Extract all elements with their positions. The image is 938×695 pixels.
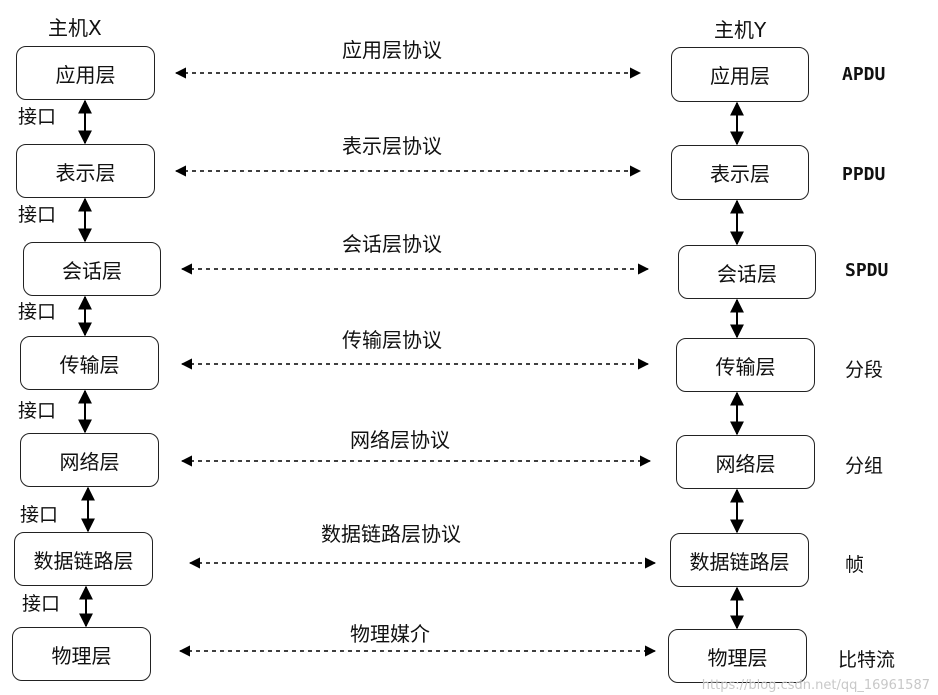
left-layer-datalink: 数据链路层 [14,532,153,586]
interface-label-2: 接口 [18,204,57,226]
host-y-title: 主机Y [714,18,767,42]
right-layer-session: 会话层 [678,245,816,299]
interface-label-3: 接口 [18,301,57,323]
left-layer-presentation: 表示层 [16,144,155,198]
protocol-label-transport: 传输层协议 [342,328,442,352]
protocol-label-physical: 物理媒介 [350,622,430,646]
left-layer-session: 会话层 [23,242,161,296]
right-layer-network: 网络层 [676,435,815,489]
right-layer-transport: 传输层 [676,338,815,392]
pdu-label-datalink: 帧 [845,554,865,576]
interface-label-4: 接口 [18,400,57,422]
left-layer-physical: 物理层 [12,627,151,681]
right-layer-presentation: 表示层 [671,145,809,200]
pdu-label-physical: 比特流 [838,649,896,671]
left-layer-application: 应用层 [16,46,155,100]
left-layer-transport: 传输层 [20,336,159,390]
pdu-label-session: SPDU [845,260,889,281]
protocol-label-datalink: 数据链路层协议 [321,522,461,546]
right-layer-application: 应用层 [671,47,809,102]
right-layer-datalink: 数据链路层 [670,533,809,587]
right-layer-physical: 物理层 [668,629,807,683]
interface-label-5: 接口 [20,504,59,526]
protocol-label-application: 应用层协议 [342,38,442,62]
protocol-label-presentation: 表示层协议 [342,134,442,158]
interface-label-6: 接口 [22,593,61,615]
left-layer-network: 网络层 [20,433,159,487]
protocol-label-network: 网络层协议 [350,428,450,452]
pdu-label-presentation: PPDU [842,164,886,185]
pdu-label-network: 分组 [845,455,884,477]
protocol-label-session: 会话层协议 [342,232,442,256]
interface-label-1: 接口 [18,106,57,128]
pdu-label-application: APDU [842,64,886,85]
pdu-label-transport: 分段 [845,359,884,381]
host-x-title: 主机X [48,16,102,40]
watermark: https://blog.csdn.net/qq_16961587 [701,678,930,693]
